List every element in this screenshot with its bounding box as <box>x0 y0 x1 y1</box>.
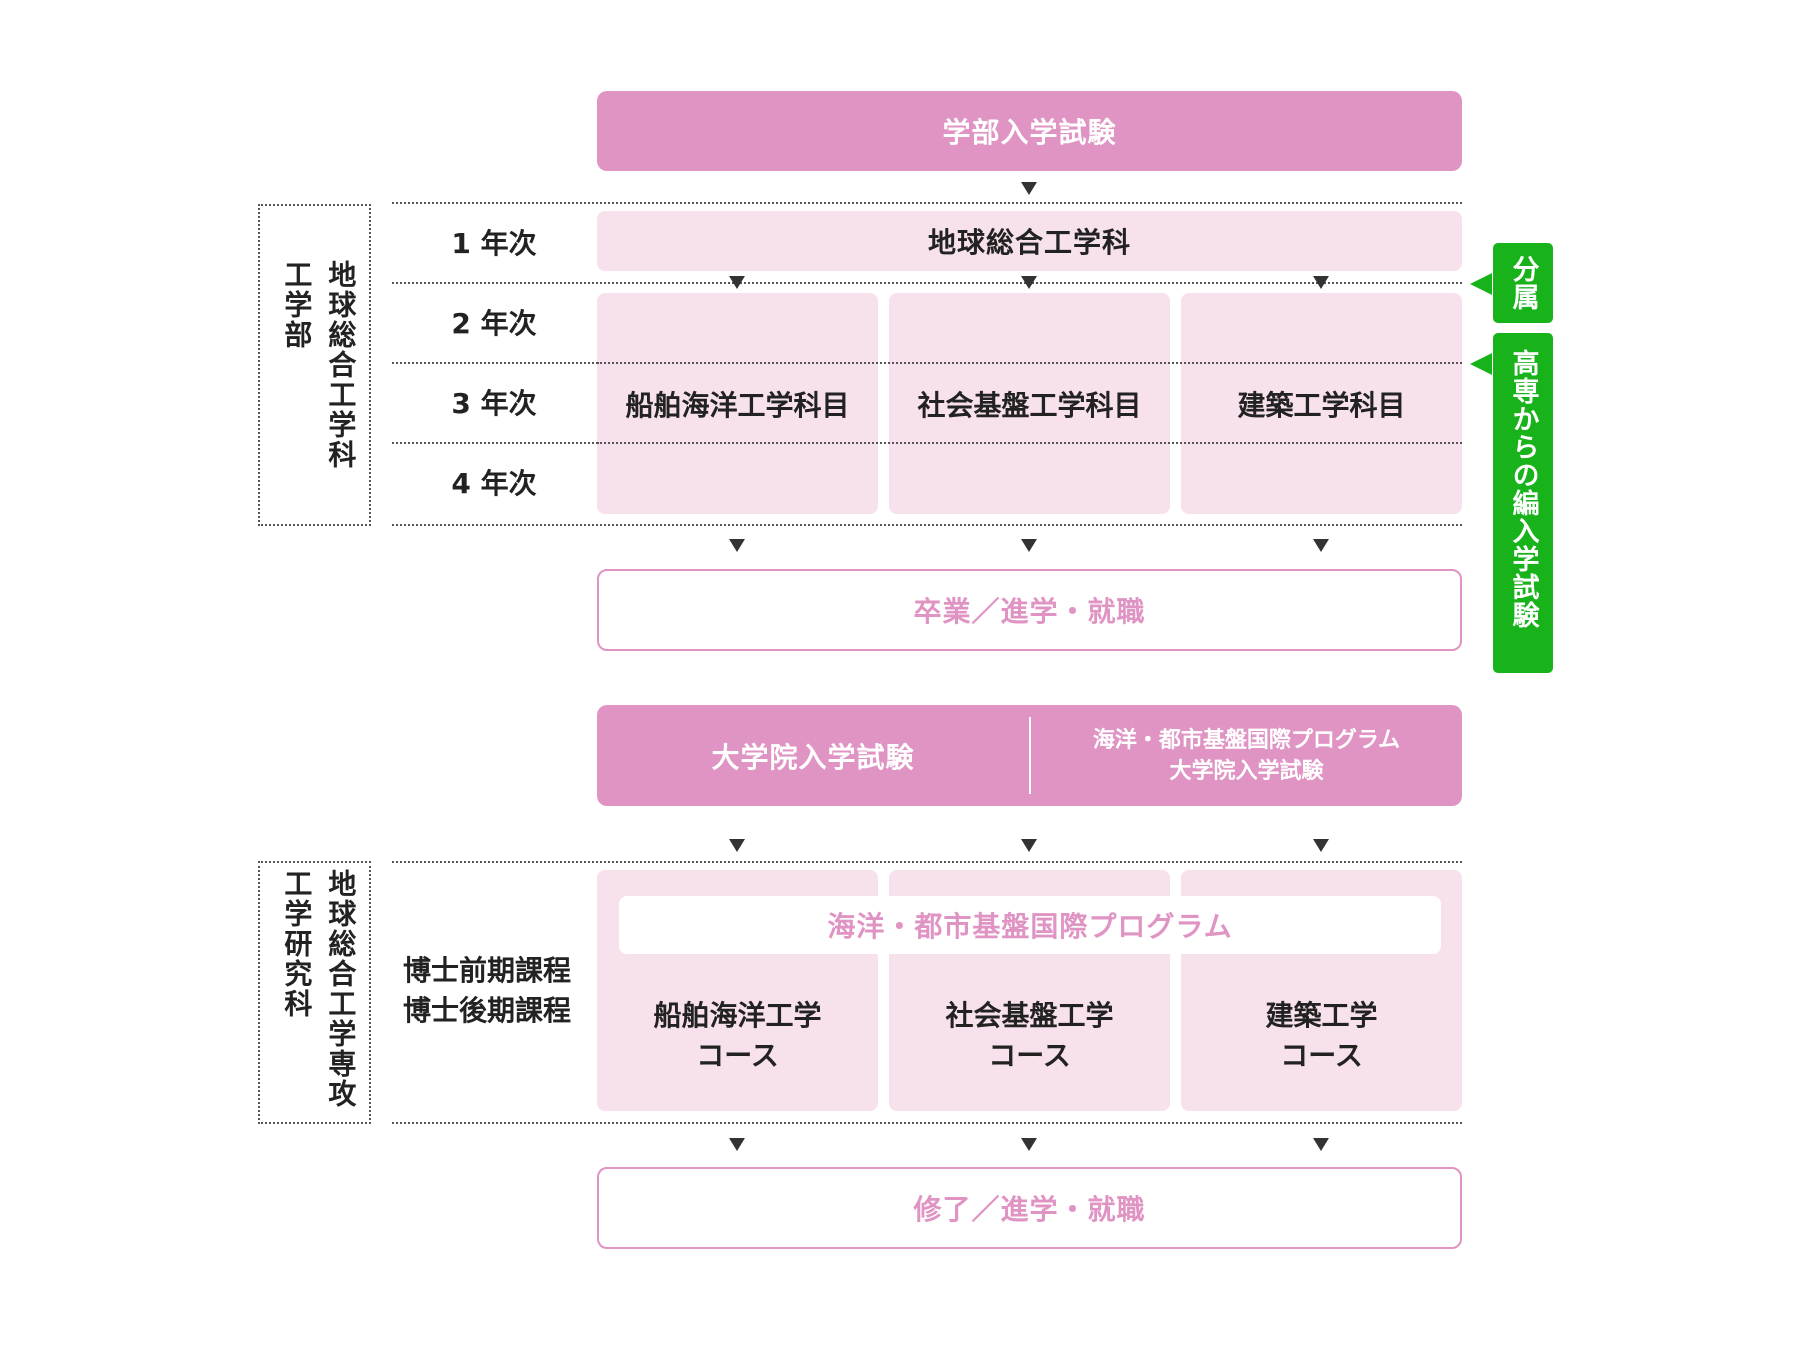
course-level: 博士後期課程 <box>402 994 571 1027</box>
year1-department-box: 地球総合工学科 <box>597 211 1462 271</box>
arrow-down-icon <box>1313 539 1329 552</box>
intl-exam-line1: 海洋・都市基盤国際プログラム <box>1092 727 1401 753</box>
row-divider <box>392 282 1462 284</box>
subject-label: 建築工学科目 <box>1237 388 1406 422</box>
graduate-entrance-exam: 大学院入学試験 <box>597 736 1029 776</box>
undergrad-outcome-label: 卒業／進学・就職 <box>913 595 1146 628</box>
school-label: 工学研究科 <box>280 869 314 1019</box>
arrow-down-icon <box>729 1138 745 1151</box>
subject-column: 船舶海洋工学科目 <box>597 293 878 514</box>
department-label: 地球総合工学科 <box>324 260 358 470</box>
arrow-down-icon <box>729 276 745 289</box>
subject-label: 社会基盤工学科目 <box>917 388 1142 422</box>
arrow-down-icon <box>729 839 745 852</box>
graduate-entrance-exam-label: 大学院入学試験 <box>711 740 915 774</box>
undergrad-entrance-exam-label: 学部入学試験 <box>942 116 1117 149</box>
subject-column: 建築工学科目 <box>1181 293 1462 514</box>
pointer-left-icon <box>1470 273 1492 295</box>
course-line1: 社会基盤工学 <box>945 998 1114 1032</box>
row-divider <box>392 1122 1462 1124</box>
arrow-down-icon <box>1313 839 1329 852</box>
intl-entrance-exam: 海洋・都市基盤国際プログラム 大学院入学試験 <box>1031 725 1462 787</box>
row-divider <box>392 524 1462 526</box>
pointer-left-icon <box>1470 353 1492 375</box>
year-label: 2 年次 <box>451 307 537 340</box>
year-label: 4 年次 <box>451 467 537 500</box>
course-levels: 博士前期課程 博士後期課程 <box>392 951 582 1031</box>
row-divider <box>392 202 1462 204</box>
arrow-down-icon <box>1021 1138 1037 1151</box>
undergrad-outcome-box: 卒業／進学・就職 <box>597 569 1462 651</box>
row-divider <box>392 861 1462 863</box>
subject-label: 船舶海洋工学科目 <box>625 388 850 422</box>
course-level: 博士前期課程 <box>402 954 571 987</box>
arrow-down-icon <box>1313 276 1329 289</box>
course-line1: 船舶海洋工学 <box>653 998 822 1032</box>
graduate-school-box: 地球総合工学専攻 工学研究科 <box>258 861 371 1124</box>
intl-program-band: 海洋・都市基盤国際プログラム <box>619 896 1441 954</box>
arrow-down-icon <box>1021 539 1037 552</box>
subject-column: 社会基盤工学科目 <box>889 293 1170 514</box>
year1-department-label: 地球総合工学科 <box>927 226 1131 259</box>
intl-program-label: 海洋・都市基盤国際プログラム <box>827 910 1233 943</box>
year-label: 3 年次 <box>451 387 537 420</box>
undergrad-entrance-exam: 学部入学試験 <box>597 91 1462 171</box>
faculty-label: 工学部 <box>280 260 314 350</box>
course-line2: コース <box>696 1038 779 1072</box>
course-line1: 建築工学 <box>1265 998 1378 1032</box>
graduate-entrance-bar: 大学院入学試験 海洋・都市基盤国際プログラム 大学院入学試験 <box>597 705 1462 806</box>
year-label: 1 年次 <box>451 227 537 260</box>
graduate-outcome-box: 修了／進学・就職 <box>597 1167 1462 1249</box>
arrow-down-icon <box>1021 839 1037 852</box>
arrow-down-icon <box>729 539 745 552</box>
assignment-label: 分属 <box>1507 255 1539 311</box>
assignment-badge: 分属 <box>1493 243 1553 323</box>
transfer-exam-badge: 高専からの編入学試験 <box>1493 333 1553 673</box>
transfer-exam-label: 高専からの編入学試験 <box>1507 349 1539 629</box>
bar-divider <box>1029 717 1031 794</box>
arrow-down-icon <box>1021 182 1037 195</box>
arrow-down-icon <box>1021 276 1037 289</box>
row-divider <box>597 362 1462 364</box>
graduate-outcome-label: 修了／進学・就職 <box>913 1193 1146 1226</box>
intl-exam-line2: 大学院入学試験 <box>1169 758 1324 784</box>
faculty-box: 地球総合工学科 工学部 <box>258 204 371 526</box>
arrow-down-icon <box>1313 1138 1329 1151</box>
course-line2: コース <box>1280 1038 1363 1072</box>
major-label: 地球総合工学専攻 <box>324 869 358 1109</box>
course-line2: コース <box>988 1038 1071 1072</box>
row-divider <box>597 442 1462 444</box>
